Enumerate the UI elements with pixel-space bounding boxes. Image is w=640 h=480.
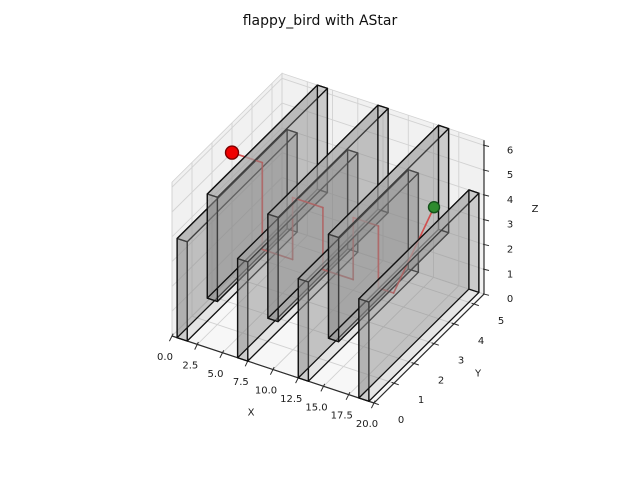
y-tick-label: 1 [418, 395, 424, 406]
x-axis-label: X [248, 408, 255, 419]
x-tick [370, 400, 376, 409]
wall-face-near [297, 169, 409, 379]
chart-title: flappy_bird with AStar [242, 13, 398, 29]
goal-marker [427, 200, 441, 214]
wall-face-near [176, 128, 288, 339]
y-tick-label: 2 [438, 375, 444, 386]
x-tick-label: 7.5 [233, 377, 249, 388]
x-tick [269, 366, 275, 375]
x-tick [320, 383, 326, 392]
x-tick-label: 12.5 [280, 394, 302, 405]
x-tick [219, 350, 225, 359]
z-tick-label: 6 [507, 145, 513, 156]
y-tick [431, 342, 439, 346]
z-tick [482, 293, 490, 296]
x-tick-label: 0.0 [157, 352, 173, 363]
x-tick-label: 2.5 [182, 360, 198, 371]
y-tick [391, 381, 399, 386]
scene-3d [176, 84, 480, 402]
z-tick [482, 243, 490, 247]
y-tick-label: 5 [498, 316, 504, 327]
z-tick [482, 194, 490, 197]
y-axis [373, 293, 485, 404]
wall-face-near [358, 189, 470, 399]
x-tick-label: 17.5 [331, 411, 353, 422]
z-tick [482, 169, 490, 172]
x-tick [194, 341, 199, 350]
z-tick-label: 3 [507, 220, 513, 231]
y-tick [451, 322, 459, 326]
z-tick [482, 144, 490, 147]
astar-path-segment [291, 196, 324, 209]
wall-obstacle-floor-x19 [358, 189, 480, 402]
y-axis-label: Y [474, 369, 482, 380]
x-tick [168, 333, 174, 342]
z-tick-label: 2 [507, 245, 513, 256]
y-tick-label: 0 [398, 415, 404, 426]
z-tick [482, 218, 490, 222]
x-tick-label: 20.0 [356, 419, 378, 430]
y-tick [371, 401, 379, 406]
y-tick [471, 302, 479, 307]
x-tick-label: 5.0 [208, 369, 224, 380]
markers [224, 145, 441, 214]
z-tick-label: 0 [507, 294, 513, 305]
wall-face-back [468, 189, 480, 294]
y-tick [411, 362, 419, 366]
x-tick-label: 10.0 [255, 386, 277, 397]
z-tick-label: 1 [507, 269, 513, 280]
wall-face-near [236, 149, 349, 359]
x-tick [345, 391, 351, 401]
z-tick [482, 268, 490, 271]
x-tick-label: 15.0 [305, 402, 327, 413]
wall-obstacle-ceiling-x4 [206, 84, 329, 303]
z-tick-label: 4 [507, 195, 513, 206]
y-tick-label: 3 [458, 356, 464, 367]
z-tick-label: 5 [507, 170, 513, 181]
wall-obstacle-ceiling-x10 [267, 104, 389, 323]
y-tick-label: 4 [478, 336, 484, 347]
z-axis-label: Z [532, 204, 539, 215]
start-marker [224, 145, 240, 160]
